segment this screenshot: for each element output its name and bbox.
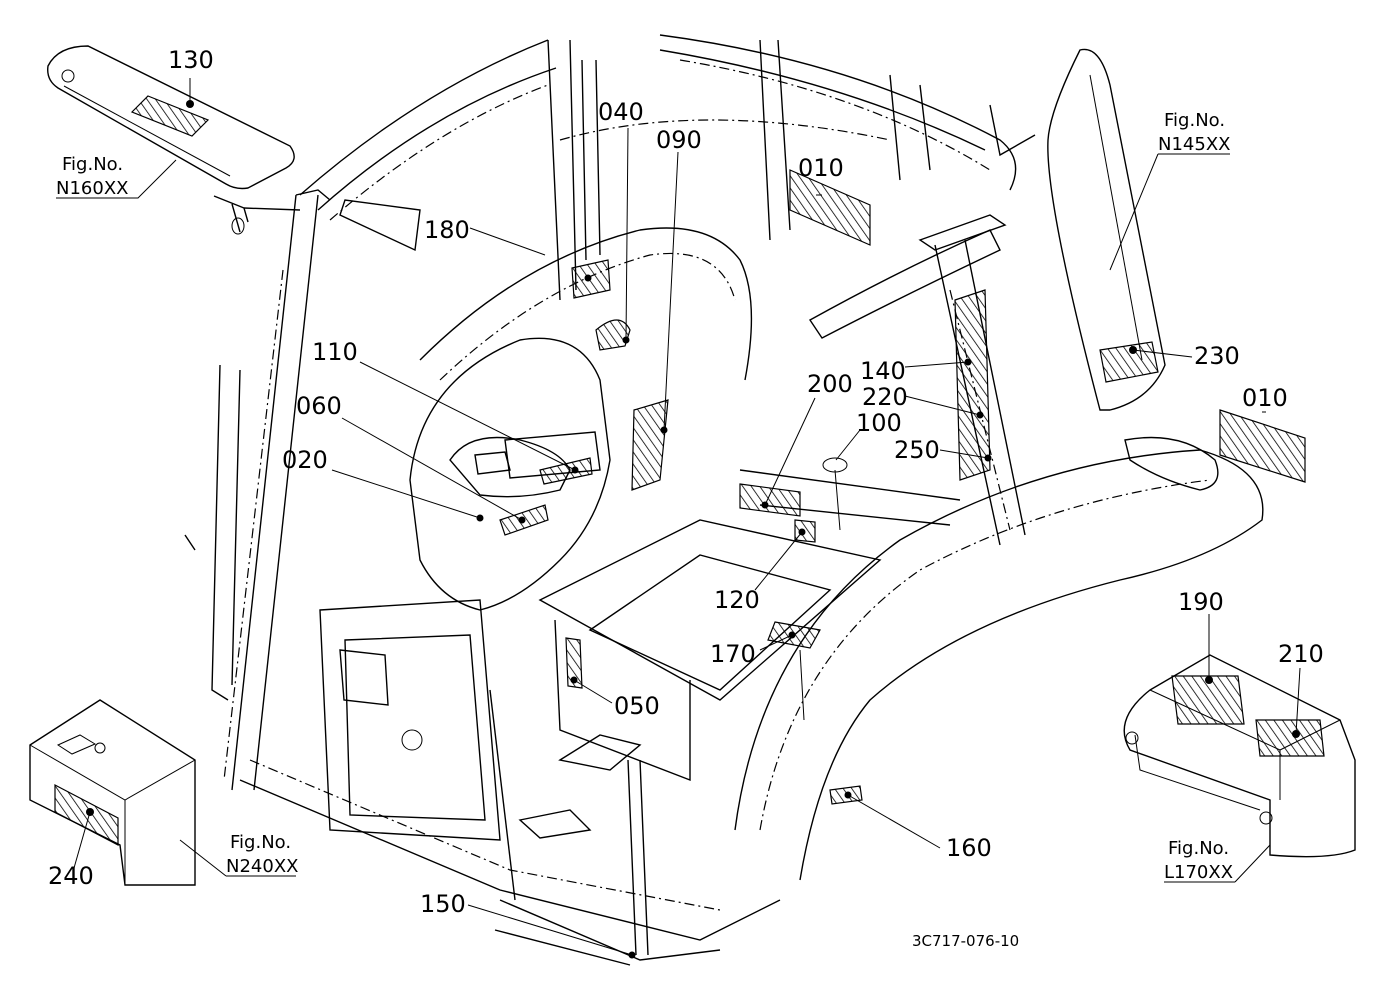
door-glass — [1047, 48, 1166, 411]
figref-sunvisor-label: Fig.No. — [62, 154, 123, 175]
label-hatch-icon — [130, 95, 210, 137]
callout-160: 160 — [946, 834, 992, 862]
figure-references: Fig.No. N160XX Fig.No. N145XX Fig.No. N2… — [56, 110, 1233, 883]
callout-170: 170 — [710, 640, 756, 668]
side-box — [29, 699, 196, 886]
callout-110: 110 — [312, 338, 358, 366]
callout-130: 130 — [168, 46, 214, 74]
figref-fender-label: Fig.No. — [1168, 838, 1229, 859]
fender-cover — [1123, 654, 1356, 858]
callout-190: 190 — [1178, 588, 1224, 616]
label-hatch-icon — [1099, 341, 1159, 383]
callout-020: 020 — [282, 446, 328, 474]
drawing-code: 3C717-076-10 — [912, 932, 1019, 950]
cab-frame — [184, 34, 1264, 966]
figref-box-label: Fig.No. — [230, 832, 291, 853]
callout-060: 060 — [296, 392, 342, 420]
callout-010-upper: 010 — [798, 154, 844, 182]
callout-250: 250 — [894, 436, 940, 464]
label-hatch-icon — [739, 483, 801, 517]
figref-box-number: N240XX — [226, 856, 298, 877]
leader-lines — [56, 127, 1301, 956]
label-hatch-icon — [789, 169, 871, 246]
callout-120: 120 — [714, 586, 760, 614]
label-hatch-icon — [631, 399, 669, 491]
callout-210: 210 — [1278, 640, 1324, 668]
callout-140: 140 — [860, 357, 906, 385]
callout-numbers: 130 040 090 010 180 110 060 020 140 200 … — [48, 46, 1324, 918]
label-hatch-icon — [1255, 719, 1325, 757]
callout-220: 220 — [862, 383, 908, 411]
cab-labels — [476, 169, 1306, 959]
callout-100: 100 — [856, 409, 902, 437]
label-hatch-icon — [54, 784, 119, 846]
callout-230: 230 — [1194, 342, 1240, 370]
label-hatch-icon — [539, 457, 593, 485]
figref-door-number: N145XX — [1158, 134, 1230, 155]
callout-240: 240 — [48, 862, 94, 890]
label-hatch-icon — [595, 319, 631, 351]
callout-010-lower: 010 — [1242, 384, 1288, 412]
figref-fender-number: L170XX — [1164, 862, 1233, 883]
sun-visor — [47, 45, 301, 235]
callout-180: 180 — [424, 216, 470, 244]
label-hatch-icon — [565, 637, 583, 689]
figref-sunvisor-number: N160XX — [56, 178, 128, 199]
callout-090: 090 — [656, 126, 702, 154]
callout-200: 200 — [807, 370, 853, 398]
label-hatch-icon — [1171, 675, 1245, 725]
callout-150: 150 — [420, 890, 466, 918]
label-hatch-icon — [1219, 409, 1306, 483]
label-hatch-icon — [954, 289, 991, 481]
callout-040: 040 — [598, 98, 644, 126]
callout-050: 050 — [614, 692, 660, 720]
figref-door-label: Fig.No. — [1164, 110, 1225, 131]
